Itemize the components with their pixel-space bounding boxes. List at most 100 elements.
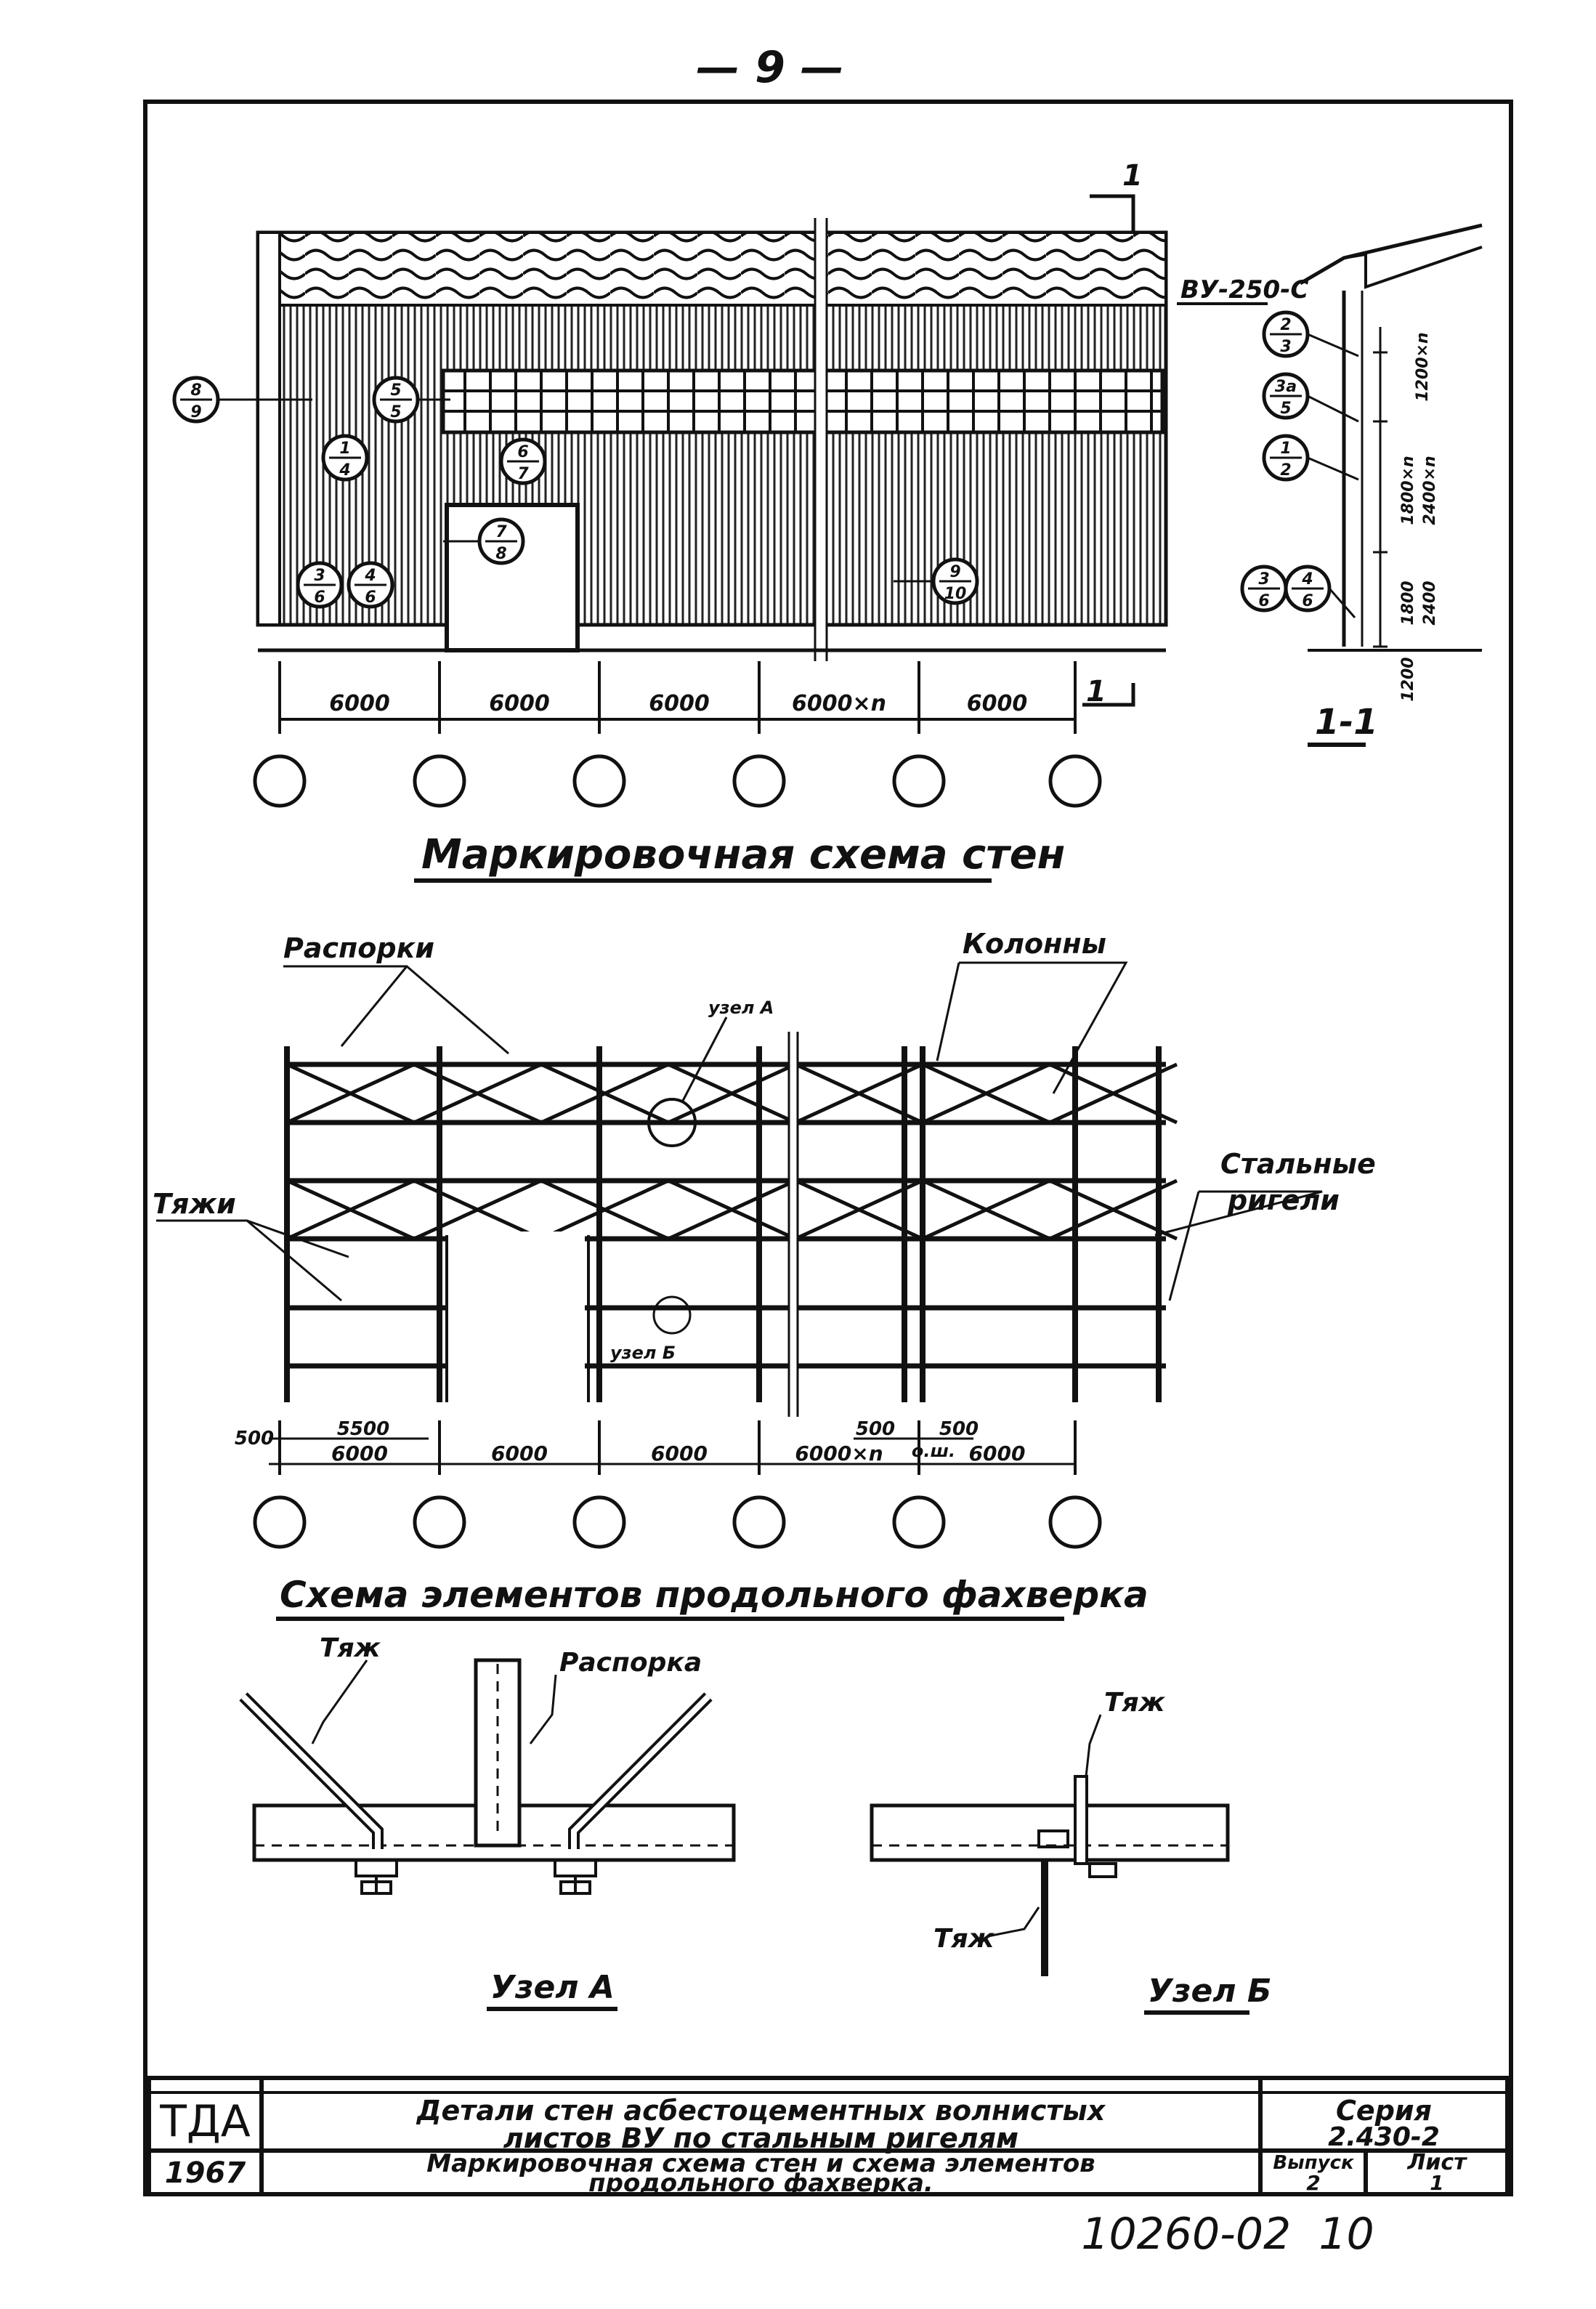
section-dimension: 2400 xyxy=(1421,581,1439,625)
elevation-marker: 55 xyxy=(372,376,420,424)
section-1-1 xyxy=(1299,223,1483,652)
elevation-dimension: 6000 xyxy=(489,691,550,716)
section-marker: 46 xyxy=(1284,565,1332,612)
axis-circle xyxy=(892,1495,946,1549)
elevation-dimension-line xyxy=(278,661,1077,734)
framework-dimension: 6000×n xyxy=(795,1441,883,1465)
elevation-marker: 46 xyxy=(347,561,394,609)
elevation-dimension: 6000×n xyxy=(792,691,886,716)
label-struts: Распорки xyxy=(283,932,434,964)
title-block-sheet-value: 1 xyxy=(1430,2171,1444,2195)
section-marker: 36 xyxy=(1240,565,1288,612)
marker-bottom: 6 xyxy=(1302,592,1313,610)
marker-bottom: 10 xyxy=(944,585,967,603)
detail-node-a xyxy=(239,1658,736,1895)
label-girders-1: Стальные xyxy=(1220,1148,1376,1180)
axis-circle xyxy=(1048,754,1102,808)
framework-dimension: 6000 xyxy=(969,1441,1026,1465)
section-marker: 3a5 xyxy=(1262,372,1310,420)
marker-top: 6 xyxy=(517,443,528,461)
axis-circle xyxy=(413,1495,466,1549)
label-node-b: узел Б xyxy=(610,1343,676,1363)
elevation-title: Маркировочная схема стен xyxy=(421,831,1065,878)
document-number: 10260-02 10 xyxy=(1081,2209,1374,2260)
section-mark-top: 1 xyxy=(1122,159,1143,193)
section-dimension: 2400×n xyxy=(1421,456,1439,525)
title-block-sheet-label: Лист xyxy=(1407,2150,1467,2175)
axis-circle xyxy=(572,1495,626,1549)
axis-circle xyxy=(732,754,786,808)
marker-bottom: 6 xyxy=(1258,592,1269,610)
marker-bottom: 2 xyxy=(1280,461,1291,480)
elevation-marker: 36 xyxy=(296,561,344,609)
marker-bottom: 5 xyxy=(390,403,401,421)
node-b-tie-label-top: Тяж xyxy=(1104,1688,1166,1718)
node-b-title: Узел Б xyxy=(1148,1973,1271,2010)
marker-bottom: 8 xyxy=(495,545,506,563)
title-block-main-title-2: листов ВУ по стальным ригелям xyxy=(503,2122,1019,2154)
title-block-sheet-title-2: продольного фахверка. xyxy=(588,2169,933,2198)
section-marker: 23 xyxy=(1262,310,1310,358)
marker-top: 9 xyxy=(949,563,960,581)
framework-dimension-top: 5500 xyxy=(337,1418,389,1440)
section-dimension: 1800 xyxy=(1399,581,1417,625)
marker-top: 3 xyxy=(314,567,325,585)
elevation-marker: 14 xyxy=(321,434,369,482)
marker-bottom: 3 xyxy=(1280,338,1291,356)
axis-circle xyxy=(892,754,946,808)
marker-top: 7 xyxy=(495,523,507,541)
marker-top: 1 xyxy=(1280,440,1291,458)
framework-dimension-top: 500 xyxy=(235,1428,274,1449)
detail-node-b xyxy=(870,1714,1230,1976)
elevation-dimension: 6000 xyxy=(967,691,1028,716)
marker-bottom: 6 xyxy=(314,589,325,607)
marker-top: 4 xyxy=(1301,570,1313,589)
axis-circle xyxy=(1048,1495,1102,1549)
framework-scheme xyxy=(284,1032,1178,1417)
framework-leaders xyxy=(156,961,1323,1302)
marker-bottom: 9 xyxy=(190,403,201,421)
marker-top: 3 xyxy=(1258,570,1269,589)
title-block-sheet-title-1: Маркировочная схема стен и схема элемент… xyxy=(426,2149,1095,2178)
framework-dimension-lines xyxy=(269,1437,1075,1465)
axis-circle xyxy=(253,1495,307,1549)
elevation-marker: 89 xyxy=(172,376,220,424)
title-block-logo: ТДА xyxy=(160,2096,251,2147)
elevation-marker: 67 xyxy=(499,437,547,485)
framework-dimension-top: 500 xyxy=(856,1418,895,1440)
marker-top: 2 xyxy=(1280,316,1291,334)
section-marker: 12 xyxy=(1262,434,1310,482)
marker-top: 1 xyxy=(339,440,350,458)
section-title: 1-1 xyxy=(1315,702,1378,743)
framework-dimension: 6000 xyxy=(331,1441,388,1465)
section-dimension: 1200×n xyxy=(1414,332,1432,401)
axis-circle xyxy=(413,754,466,808)
wall-elevation xyxy=(256,194,1168,707)
section-dimension: 1800×n xyxy=(1399,456,1417,525)
title-block-issue-label: Выпуск xyxy=(1273,2152,1354,2174)
marker-top: 8 xyxy=(190,381,201,400)
label-girders-2: ригели xyxy=(1227,1184,1340,1216)
marker-top: 3a xyxy=(1275,378,1297,396)
framework-title: Схема элементов продольного фахверка xyxy=(280,1574,1149,1616)
node-b-tie-label-bottom: Тяж xyxy=(933,1924,995,1954)
elevation-dimension: 6000 xyxy=(649,691,710,716)
wall-sheet-label: ВУ-250-С xyxy=(1180,275,1308,304)
node-a-title: Узел А xyxy=(490,1969,615,2006)
title-block-year: 1967 xyxy=(164,2156,246,2190)
label-ties: Тяжи xyxy=(153,1188,236,1220)
axis-circle xyxy=(732,1495,786,1549)
label-node-a: узел А xyxy=(708,998,774,1018)
elevation-marker: 78 xyxy=(477,517,525,565)
marker-top: 5 xyxy=(390,381,401,400)
framework-dimension: 6000 xyxy=(491,1441,548,1465)
marker-bottom: 7 xyxy=(517,465,529,483)
axis-circle xyxy=(572,754,626,808)
title-block-series-value: 2.430-2 xyxy=(1328,2122,1440,2152)
elevation-dimension: 6000 xyxy=(329,691,390,716)
framework-dimension-top: 500 xyxy=(939,1418,979,1440)
page-number: — 9 — xyxy=(696,42,844,93)
